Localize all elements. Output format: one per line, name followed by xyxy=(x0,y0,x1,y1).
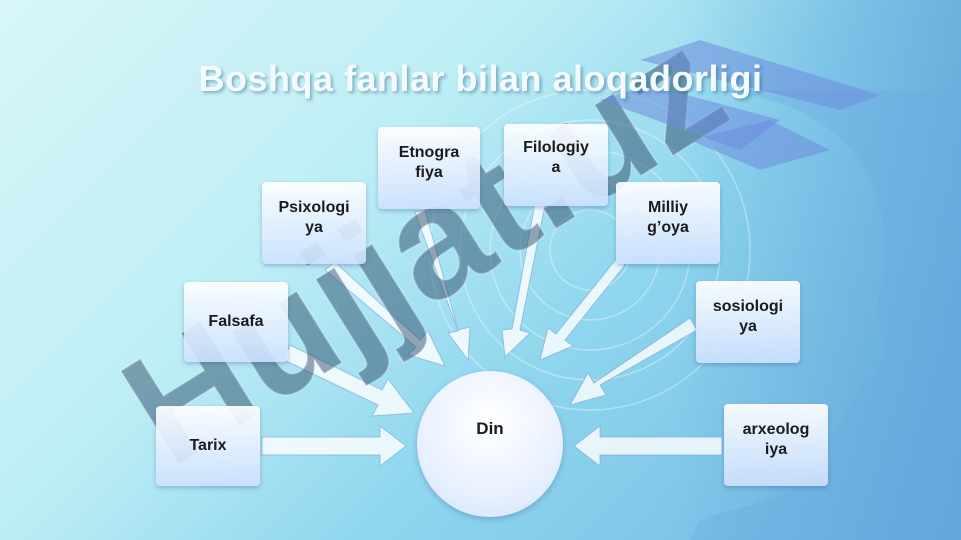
node-filologiya: Filologiy a xyxy=(504,124,608,206)
node-label: Etnogra fiya xyxy=(398,144,460,181)
node-tarix: Tarix xyxy=(156,406,260,486)
center-label: Din xyxy=(476,419,504,438)
node-etnografiya: Etnogra fiya xyxy=(378,127,480,209)
node-label: Psixologi ya xyxy=(278,199,350,236)
decorative-chevrons xyxy=(600,40,880,170)
head-silhouette xyxy=(690,90,961,540)
node-psixologiya: Psixologi ya xyxy=(262,182,366,264)
node-label: Tarix xyxy=(189,437,227,454)
node-label: Falsafa xyxy=(208,313,264,330)
arrows xyxy=(261,202,723,468)
center-node-din: Din xyxy=(417,371,563,517)
node-falsafa: Falsafa xyxy=(184,282,288,362)
node-label: Filologiy a xyxy=(523,139,589,176)
node-label: sosiologi ya xyxy=(712,298,784,335)
node-milliy-goya: Milliy g’oya xyxy=(616,182,720,264)
node-arxeologiya: arxeolog iya xyxy=(724,404,828,486)
node-label: Milliy g’oya xyxy=(647,199,689,236)
node-label: arxeolog iya xyxy=(742,421,810,458)
slide-title: Boshqa fanlar bilan aloqadorligi xyxy=(198,58,763,99)
node-sosiologiya: sosiologi ya xyxy=(696,281,800,363)
